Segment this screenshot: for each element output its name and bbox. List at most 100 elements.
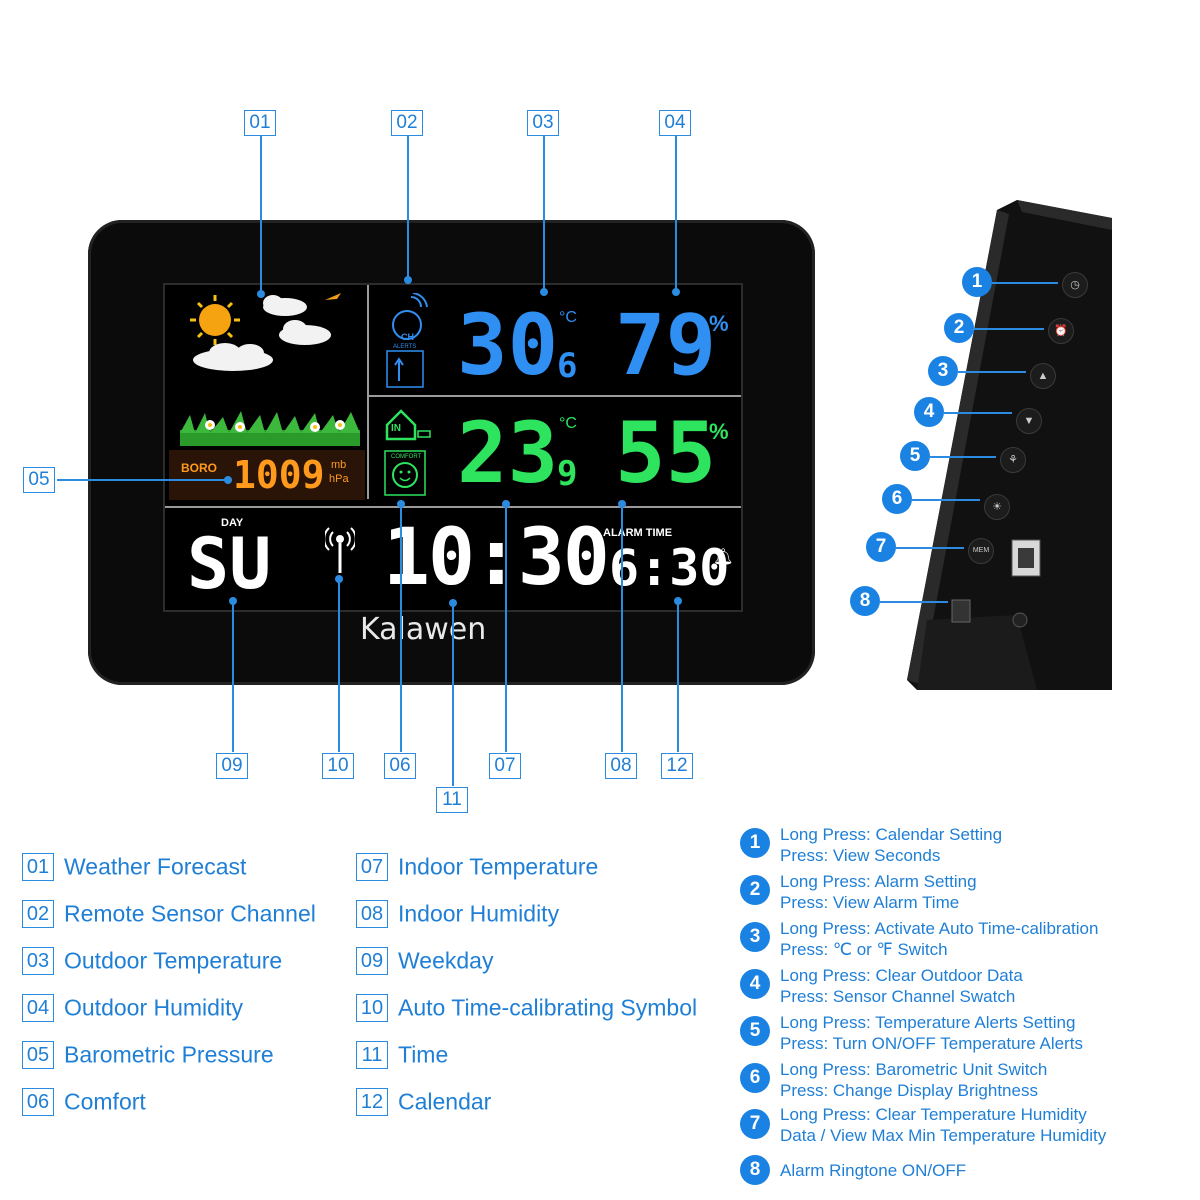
button-callout-3: 3 — [928, 356, 958, 386]
instruction-number-7: 7 — [740, 1109, 770, 1139]
button-callout-6: 6 — [882, 484, 912, 514]
callout-dot-06 — [397, 500, 405, 508]
button-callout-2: 2 — [944, 313, 974, 343]
callout-line-09 — [232, 600, 234, 752]
callout-dot-07 — [502, 500, 510, 508]
callout-line-04 — [675, 136, 677, 291]
callout-tag-02: 02 — [391, 110, 423, 136]
indoor-humidity: 55 — [615, 404, 717, 502]
instruction-number-2: 2 — [740, 875, 770, 905]
sun-icon — [190, 295, 240, 345]
callout-line-05 — [57, 479, 227, 481]
button-callout-5: 5 — [900, 441, 930, 471]
callout-line-08 — [621, 503, 623, 752]
time: 10:30 — [383, 513, 610, 603]
side-button-5[interactable]: ⚘ — [1000, 447, 1026, 473]
barometer-panel — [169, 450, 365, 500]
side-button-4[interactable]: ▼ — [1016, 408, 1042, 434]
outdoor-temperature-decimal: 6 — [557, 346, 578, 386]
callout-tag-06: 06 — [384, 753, 416, 779]
instruction-3: Long Press: Activate Auto Time-calibrati… — [780, 919, 1099, 959]
auto-calibration-symbol — [325, 527, 355, 573]
callout-tag-10: 10 — [322, 753, 354, 779]
callout-dot-11 — [449, 599, 457, 607]
instruction-number-5: 5 — [740, 1016, 770, 1046]
callout-dot-02 — [404, 276, 412, 284]
callout-line-11 — [452, 602, 454, 786]
button-callout-4: 4 — [914, 397, 944, 427]
pressure-value: 1009 — [233, 453, 325, 497]
callout-tag-08: 08 — [605, 753, 637, 779]
side-button-3[interactable]: ▲ — [1030, 363, 1056, 389]
usb-port-icon — [1011, 539, 1041, 577]
callout-dot-12 — [674, 597, 682, 605]
callout-line-10 — [338, 578, 340, 752]
indoor-temperature-decimal: 9 — [557, 454, 578, 494]
instruction-number-8: 8 — [740, 1155, 770, 1185]
outdoor-temp-unit: °C — [559, 309, 577, 326]
outdoor-humidity: 79 — [615, 296, 717, 394]
callout-line-07 — [505, 503, 507, 752]
comfort-label: COMFORT — [391, 454, 422, 460]
callout-dot-01 — [257, 290, 265, 298]
button-line-7 — [896, 547, 964, 549]
button-line-6 — [912, 499, 980, 501]
alarm-time-label: ALARM TIME — [603, 527, 673, 539]
barometer-label: BORO — [181, 461, 217, 475]
callout-dot-10 — [335, 575, 343, 583]
callout-line-06 — [400, 503, 402, 752]
callout-line-01 — [260, 136, 262, 294]
instruction-number-6: 6 — [740, 1063, 770, 1093]
alarm-time: 6:30 — [609, 539, 730, 597]
outdoor-temperature: 30 — [457, 296, 559, 394]
alerts-label: ALERTS — [393, 344, 417, 350]
callout-tag-11: 11 — [436, 787, 468, 813]
signal-icon — [386, 293, 428, 388]
divider-bottom — [165, 506, 741, 508]
side-button-6[interactable]: ☀ — [984, 494, 1010, 520]
instruction-number-3: 3 — [740, 922, 770, 952]
trend-arrow — [325, 293, 341, 300]
side-button-1[interactable]: ◷ — [1062, 272, 1088, 298]
button-line-4 — [944, 412, 1012, 414]
callout-tag-01: 01 — [244, 110, 276, 136]
callout-line-12 — [677, 600, 679, 752]
pressure-unit-hpa: hPa — [329, 473, 349, 485]
callout-line-02 — [407, 136, 409, 278]
callout-dot-04 — [672, 288, 680, 296]
button-line-5 — [930, 456, 996, 458]
grass-icon — [180, 411, 360, 446]
side-button-7[interactable]: MEM — [968, 538, 994, 564]
indoor-label: IN — [391, 423, 401, 434]
button-callout-1: 1 — [962, 267, 992, 297]
side-button-2[interactable]: ⏰ — [1048, 318, 1074, 344]
stand-leg — [1064, 469, 1112, 645]
callout-tag-07: 07 — [489, 753, 521, 779]
callout-tag-03: 03 — [527, 110, 559, 136]
weather-forecast-icon — [180, 293, 360, 446]
button-line-3 — [958, 371, 1026, 373]
callout-dot-08 — [618, 500, 626, 508]
pressure-unit-mb: mb — [331, 459, 347, 471]
cloud-icon — [193, 295, 331, 371]
callout-line-03 — [543, 136, 545, 291]
callout-dot-05 — [224, 476, 232, 484]
day-label: DAY — [221, 517, 244, 529]
instruction-number-4: 4 — [740, 969, 770, 999]
callout-tag-12: 12 — [661, 753, 693, 779]
